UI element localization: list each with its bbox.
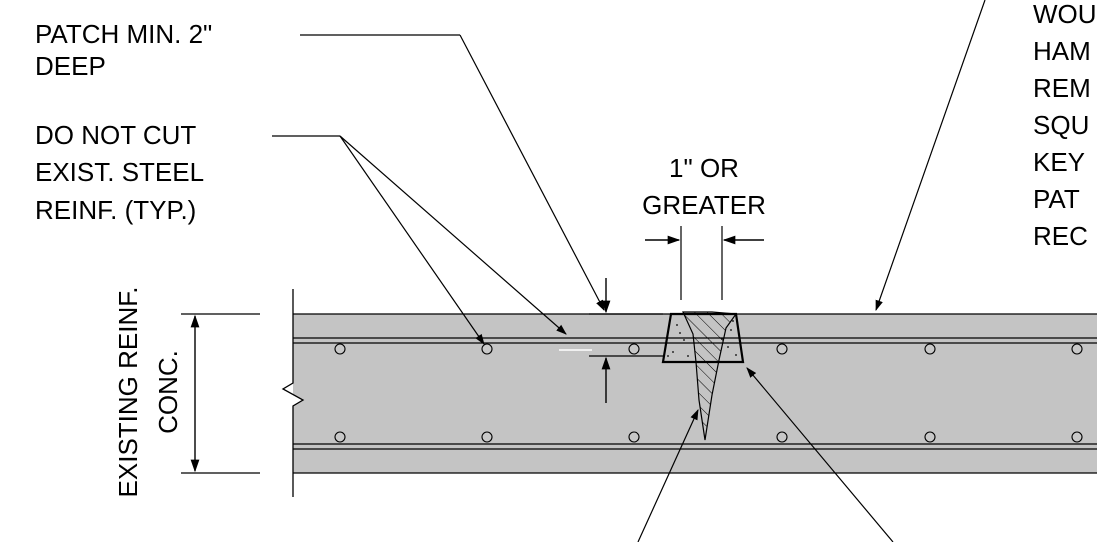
leader-patch-depth (300, 34, 605, 311)
leader-to-top-bar (339, 135, 485, 345)
rebar-top-row (334, 343, 1083, 355)
note-right-line-6: PAT (1033, 184, 1080, 214)
rebar (334, 343, 346, 355)
slab-thickness-dimension (181, 313, 260, 474)
rebar (924, 431, 936, 443)
leader-to-reinf-line (339, 135, 567, 335)
rebar (628, 431, 640, 443)
note-width-line-2: GREATER (642, 190, 766, 220)
note-slab-line-2: CONC. (153, 350, 183, 434)
patch-depth-dimension (589, 278, 663, 403)
rebar (1071, 431, 1083, 443)
note-right-clipped: WOU HAM REM SQU KEY PAT REC (1033, 0, 1097, 251)
slab-break-line (281, 289, 305, 497)
rebar (924, 343, 936, 355)
rebar (481, 343, 493, 355)
rebar (776, 431, 788, 443)
rebar-bottom-row (334, 431, 1083, 443)
rebar (776, 343, 788, 355)
note-width: 1" OR GREATER (642, 153, 766, 220)
leader-do-not-cut (272, 135, 567, 345)
note-right-line-1: WOU (1033, 0, 1097, 29)
note-slab-line-1: EXISTING REINF. (113, 287, 143, 498)
rebar (334, 431, 346, 443)
note-right-line-2: HAM (1033, 36, 1091, 66)
key-width-dimension (645, 226, 764, 300)
note-slab: EXISTING REINF. CONC. (113, 287, 183, 498)
note-right-line-3: REM (1033, 73, 1091, 103)
leader-right-note (875, 0, 986, 312)
leader-key-edge (746, 367, 894, 542)
note-patch-depth: PATCH MIN. 2" DEEP (35, 19, 212, 81)
patch-material-stipple (667, 320, 737, 357)
note-right-line-5: KEY (1033, 147, 1085, 177)
note-do-not-cut-line-1: DO NOT CUT (35, 120, 196, 150)
note-do-not-cut: DO NOT CUT EXIST. STEEL REINF. (TYP.) (35, 120, 204, 225)
note-width-line-1: 1" OR (669, 153, 739, 183)
note-do-not-cut-line-3: REINF. (TYP.) (35, 195, 196, 225)
rebar (1071, 343, 1083, 355)
note-right-line-7: REC (1033, 221, 1088, 251)
note-right-line-4: SQU (1033, 110, 1089, 140)
note-patch-depth-line-2: DEEP (35, 51, 106, 81)
patch-key (661, 312, 745, 364)
note-patch-depth-line-1: PATCH MIN. 2" (35, 19, 212, 49)
note-do-not-cut-line-2: EXIST. STEEL (35, 157, 204, 187)
leader-line (459, 34, 605, 311)
rebar (628, 343, 640, 355)
rebar (481, 431, 493, 443)
leader-crack (637, 409, 699, 542)
